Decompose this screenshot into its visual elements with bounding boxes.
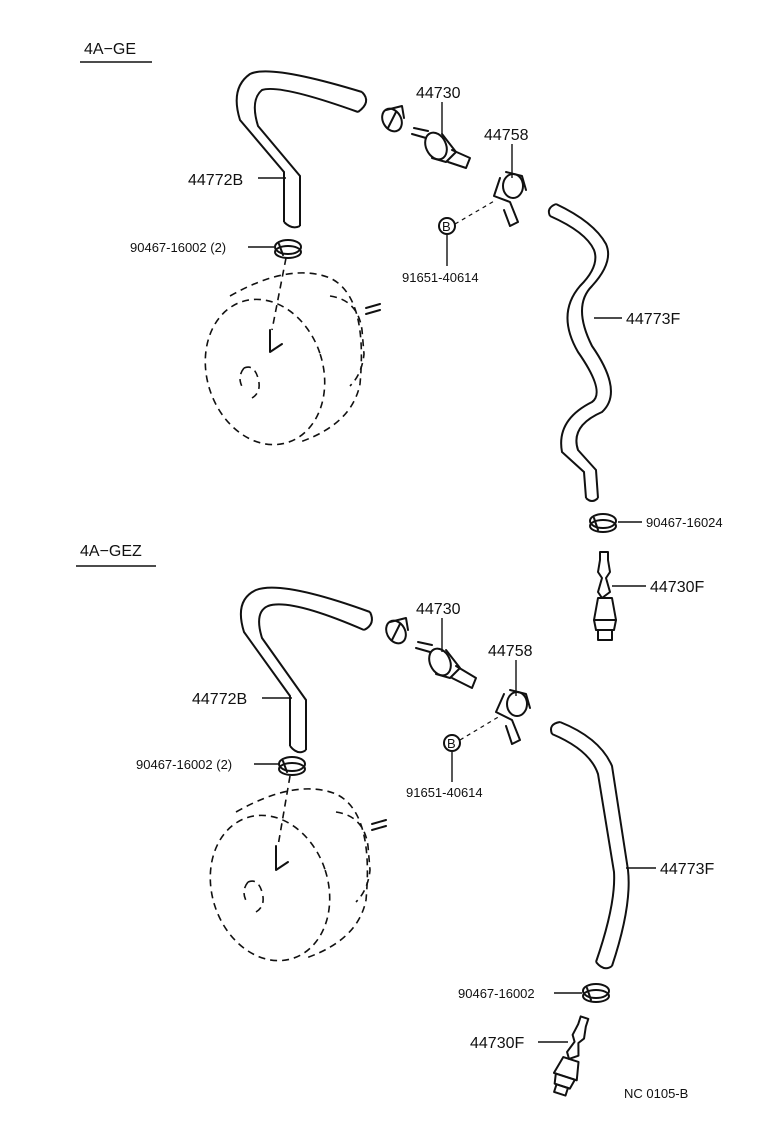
diagram-code: NC 0105-B (624, 1086, 688, 1101)
bolt-marker-letter: B (447, 736, 456, 751)
label-clamp-lower: 90467-16024 (646, 515, 723, 530)
label-bracket: 44758 (488, 643, 533, 660)
valve-44730-icon (415, 641, 477, 689)
clamp-valve-icon (381, 105, 405, 133)
label-clamp-booster: 90467-16002 (2) (130, 240, 226, 255)
bolt-marker-icon (443, 734, 461, 752)
bolt-dashed-line (454, 199, 497, 225)
hose-44772b (235, 70, 368, 229)
hose-44773f (550, 721, 630, 970)
label-hose-lower: 44773F (626, 311, 680, 328)
clamp-booster-icon (278, 756, 306, 776)
label-valve: 44730 (416, 601, 461, 618)
label-clamp-lower: 90467-16002 (458, 986, 535, 1001)
bracket-44758-icon (495, 689, 531, 745)
check-valve-44730f-icon (552, 1015, 590, 1097)
bolt-marker-icon (438, 217, 456, 235)
hose-44773f (547, 203, 612, 502)
brake-booster-icon (209, 775, 387, 962)
section-title-4a-ge: 4A−GE (84, 41, 136, 58)
label-bracket: 44758 (484, 127, 529, 144)
label-bolt: 91651-40614 (402, 270, 479, 285)
section-4a-gez: 4A−GEZ 44772B 90467-16002 (2) (76, 543, 714, 1097)
clamp-lower-icon (582, 983, 610, 1003)
section-4a-ge: 4A−GE 44772B 90467-16002 (2) (80, 41, 723, 641)
hose-44772b (240, 586, 373, 754)
clamp-valve-icon (385, 617, 409, 645)
label-check-valve: 44730F (650, 579, 704, 596)
label-check-valve: 44730F (470, 1035, 524, 1052)
bolt-dashed-line (459, 715, 501, 741)
label-valve: 44730 (416, 85, 461, 102)
valve-44730-icon (411, 127, 471, 169)
brake-booster-icon (204, 257, 381, 446)
label-clamp-booster: 90467-16002 (2) (136, 757, 232, 772)
label-hose-upper: 44772B (188, 172, 243, 189)
clamp-lower-icon (589, 513, 617, 533)
label-hose-upper: 44772B (192, 691, 247, 708)
bracket-44758-icon (493, 171, 527, 227)
label-bolt: 91651-40614 (406, 785, 483, 800)
label-hose-lower: 44773F (660, 861, 714, 878)
section-title-4a-gez: 4A−GEZ (80, 543, 142, 560)
check-valve-44730f-icon (593, 551, 617, 641)
bolt-marker-letter: B (442, 219, 451, 234)
clamp-booster-icon (274, 239, 302, 259)
